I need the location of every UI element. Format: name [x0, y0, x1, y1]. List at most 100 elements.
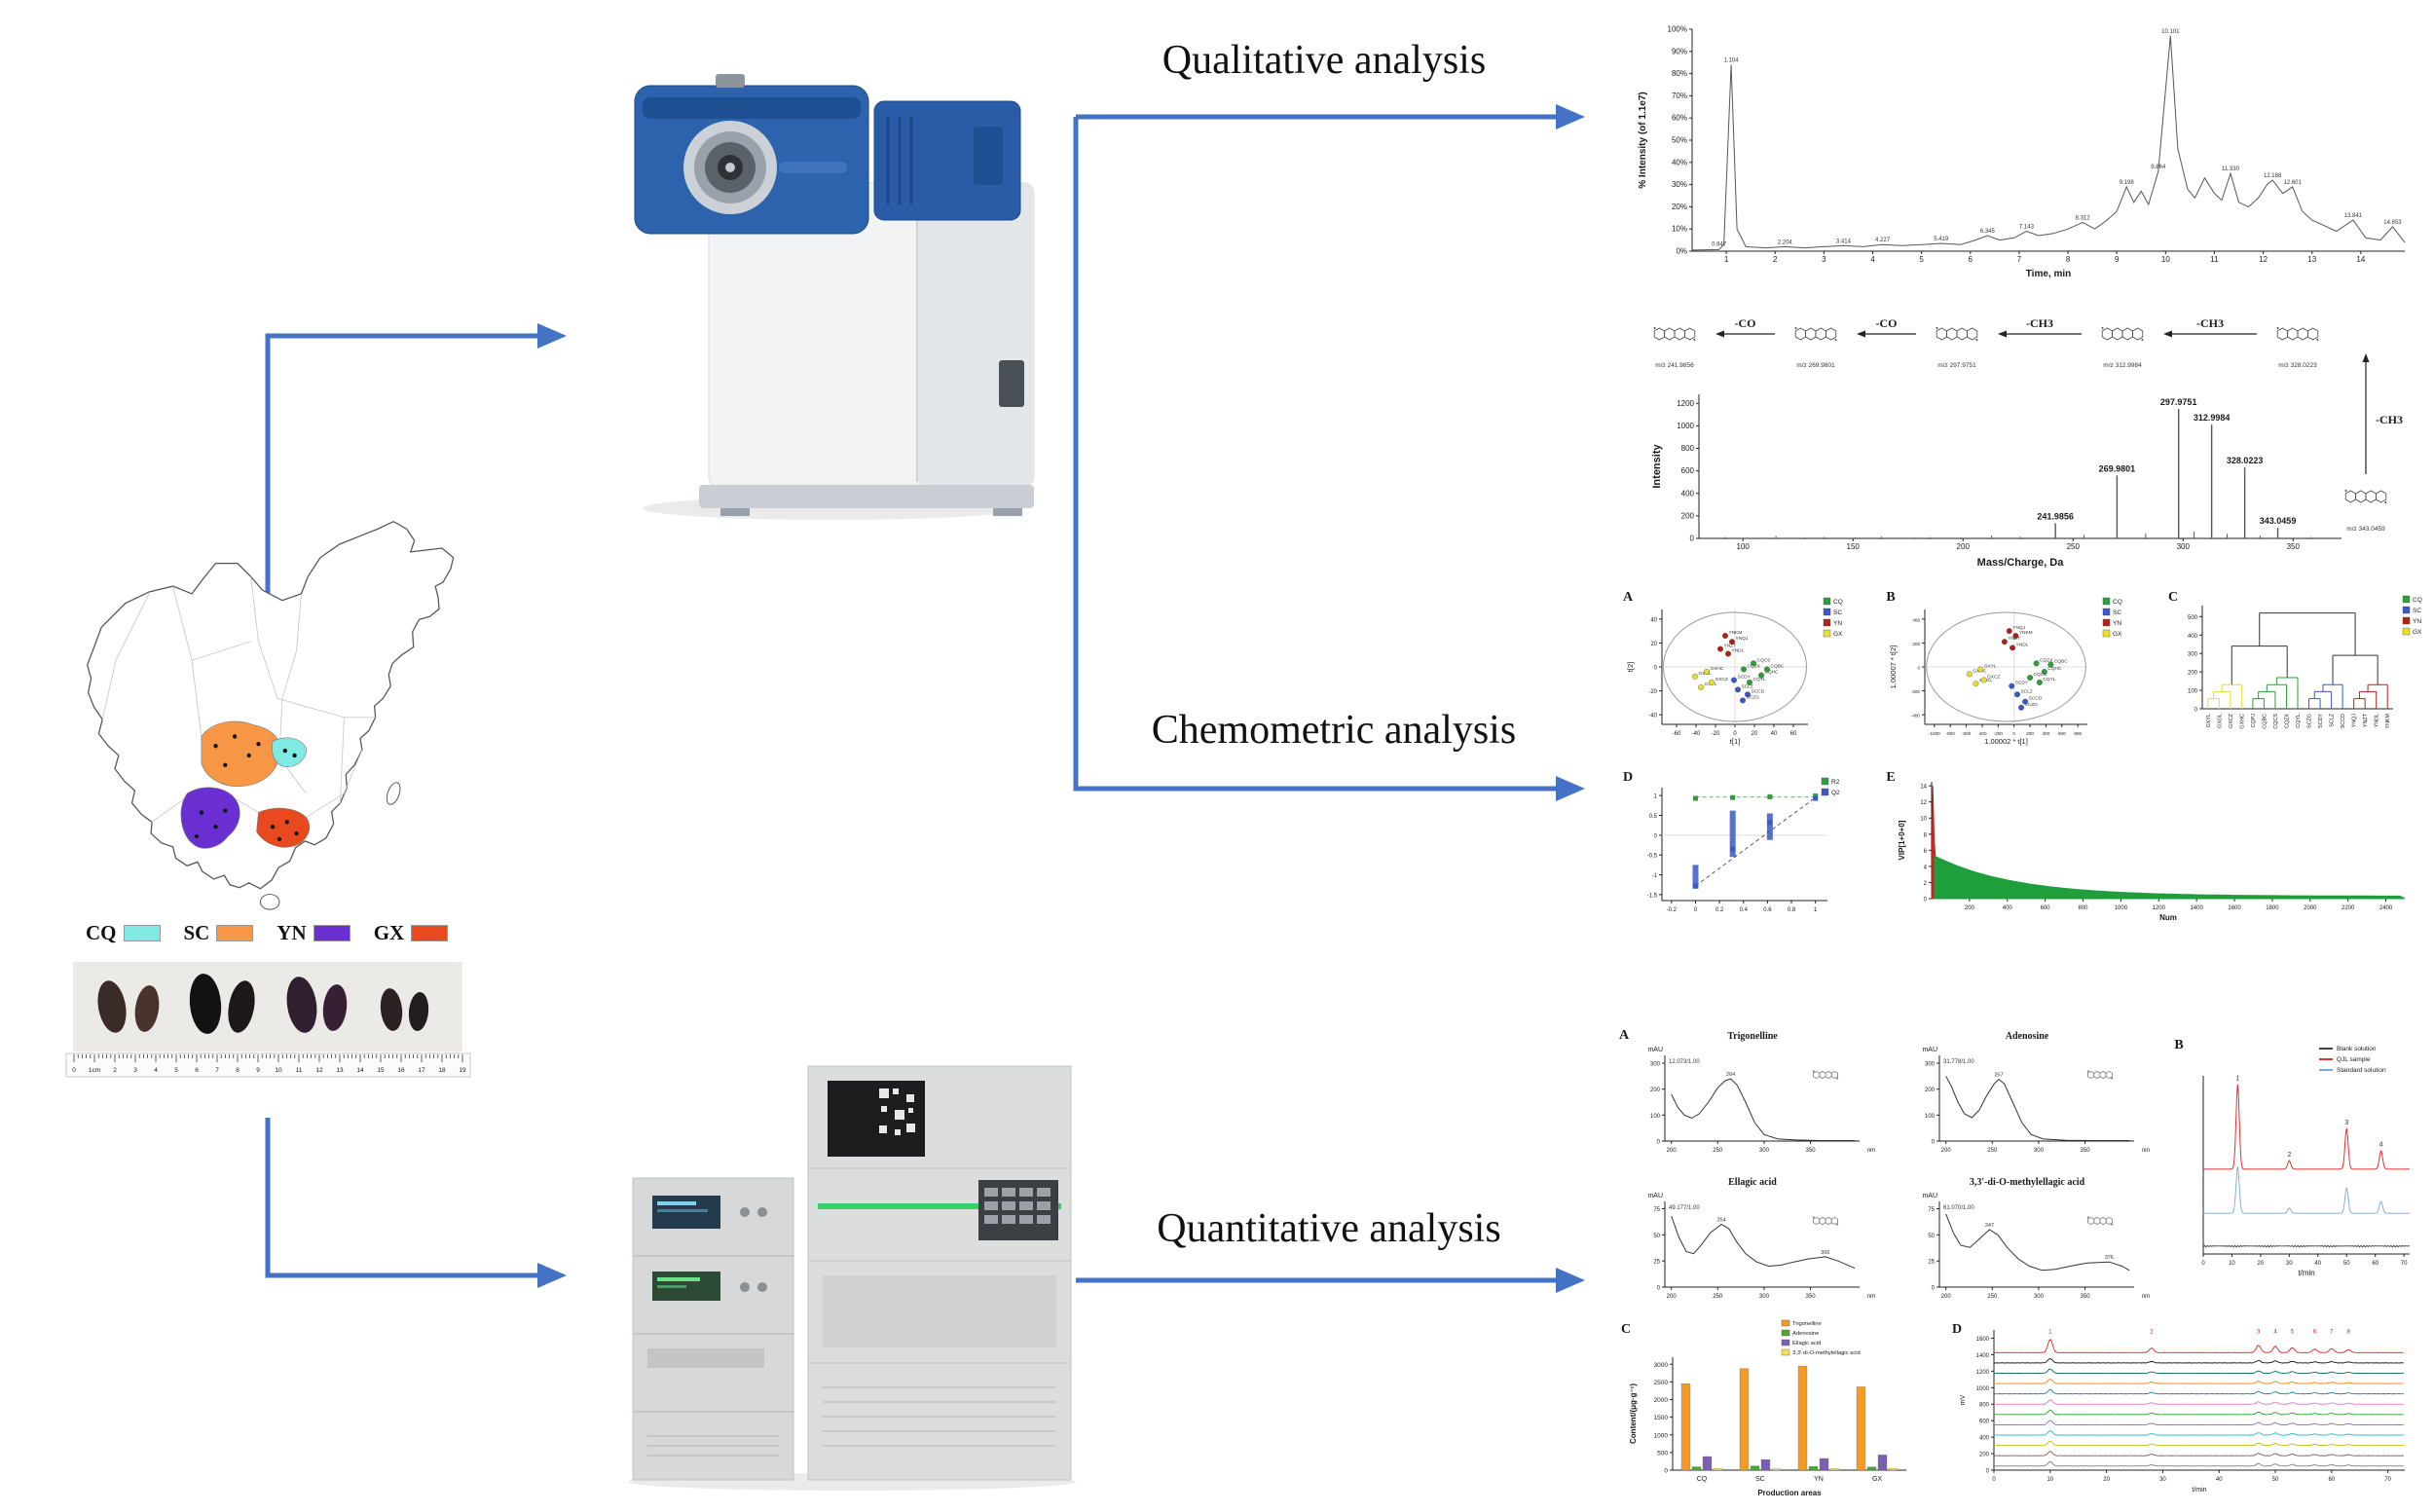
svg-text:6.345: 6.345 — [1980, 229, 1996, 235]
svg-text:20: 20 — [1752, 731, 1758, 737]
solvent-tray — [647, 1348, 764, 1368]
svg-text:50: 50 — [2343, 1261, 2350, 1267]
svg-text:SCLZ: SCLZ — [2020, 688, 2032, 694]
svg-text:200: 200 — [1957, 542, 1971, 551]
svg-text:SCZG: SCZG — [2307, 714, 2313, 728]
svg-text:Production areas: Production areas — [1757, 1489, 1822, 1497]
ms-body-side — [917, 183, 1034, 487]
svg-text:0: 0 — [1917, 666, 1920, 671]
svg-text:13: 13 — [336, 1067, 344, 1074]
svg-text:312.9984: 312.9984 — [2194, 413, 2231, 423]
svg-text:Standard solution: Standard solution — [2337, 1067, 2386, 1074]
svg-text:m/z 269.9801: m/z 269.9801 — [1796, 362, 1835, 369]
quantitative-analysis-label: Quantitative analysis — [1157, 1206, 1501, 1251]
svg-text:250: 250 — [1713, 1294, 1723, 1300]
svg-text:0: 0 — [1986, 1469, 1990, 1475]
svg-text:SCDY: SCDY — [1738, 675, 1752, 681]
svg-text:CQCS: CQCS — [2034, 672, 2047, 678]
svg-text:R2: R2 — [1831, 779, 1840, 786]
svg-text:Content/(μg·g⁻¹): Content/(μg·g⁻¹) — [1629, 1383, 1638, 1444]
svg-text:m/z 297.9751: m/z 297.9751 — [1937, 362, 1976, 369]
svg-text:CQZX: CQZX — [2040, 657, 2053, 663]
svg-text:0: 0 — [1924, 898, 1928, 904]
svg-text:2400: 2400 — [2379, 905, 2393, 911]
svg-text:3: 3 — [1822, 255, 1826, 264]
svg-text:-CO: -CO — [1735, 316, 1756, 330]
svg-text:4: 4 — [1870, 255, 1875, 264]
svg-text:mAU: mAU — [1922, 1193, 1937, 1199]
status-led-strip — [818, 1203, 1061, 1209]
svg-text:0: 0 — [1654, 833, 1658, 839]
svg-text:12.601: 12.601 — [2284, 180, 2303, 186]
svg-text:GXYL: GXYL — [2206, 714, 2212, 727]
svg-text:YN: YN — [2413, 618, 2421, 625]
svg-text:YNZT: YNZT — [2008, 636, 2020, 642]
arrowhead — [1556, 1268, 1585, 1293]
svg-text:4: 4 — [2379, 1142, 2383, 1149]
svg-text:YNZT: YNZT — [2363, 713, 2369, 727]
svg-text:50: 50 — [1653, 1234, 1660, 1239]
svg-text:10: 10 — [2161, 255, 2170, 264]
svg-text:1.00007 * t[2]: 1.00007 * t[2] — [1889, 645, 1898, 689]
hplc-instrument — [628, 1065, 1076, 1491]
svg-text:1400: 1400 — [1976, 1353, 1990, 1359]
svg-text:CQZX: CQZX — [1748, 663, 1761, 669]
svg-text:SC: SC — [2113, 609, 2121, 616]
svg-text:300: 300 — [2188, 652, 2198, 658]
arrowhead — [537, 1263, 567, 1288]
svg-text:1000: 1000 — [1654, 1432, 1669, 1439]
svg-text:70: 70 — [2384, 1477, 2391, 1483]
svg-text:SCZG: SCZG — [1747, 694, 1760, 700]
svg-text:nm: nm — [2142, 1294, 2150, 1300]
svg-text:CQPJ: CQPJ — [2251, 714, 2257, 728]
svg-text:YNDL: YNDL — [1732, 647, 1745, 653]
map-legend-code: SC — [183, 921, 210, 944]
svg-text:250: 250 — [1987, 1294, 1998, 1300]
svg-text:14.653: 14.653 — [2383, 220, 2402, 226]
china-outline — [86, 520, 455, 890]
svg-text:6: 6 — [1969, 255, 1973, 264]
svg-text:mAU: mAU — [1922, 1047, 1937, 1053]
svg-text:150: 150 — [1847, 542, 1861, 551]
svg-text:12: 12 — [315, 1067, 323, 1074]
svg-text:CQCS: CQCS — [2273, 714, 2279, 729]
svg-text:800: 800 — [1979, 1403, 1990, 1409]
svg-text:2200: 2200 — [2342, 905, 2355, 911]
svg-text:-CH3: -CH3 — [2196, 316, 2224, 330]
svg-text:GX: GX — [2413, 629, 2422, 636]
svg-text:0: 0 — [2201, 1261, 2205, 1267]
svg-text:350: 350 — [2081, 1148, 2091, 1154]
svg-text:SCLZ: SCLZ — [1742, 683, 1753, 689]
svg-text:18: 18 — [438, 1067, 446, 1074]
svg-text:376: 376 — [2105, 1255, 2114, 1261]
svg-text:11.330: 11.330 — [2222, 166, 2240, 172]
svg-text:20: 20 — [2258, 1261, 2265, 1267]
svg-text:C: C — [1621, 1322, 1631, 1337]
svg-text:40%: 40% — [1672, 158, 1687, 166]
svg-text:1600: 1600 — [1976, 1337, 1990, 1343]
svg-text:Trigonelline: Trigonelline — [1792, 1321, 1822, 1327]
svg-text:75: 75 — [1928, 1207, 1935, 1213]
svg-text:D: D — [1952, 1322, 1962, 1337]
svg-text:YNDL: YNDL — [2375, 714, 2380, 727]
svg-text:10: 10 — [2229, 1261, 2235, 1267]
svg-text:80%: 80% — [1672, 69, 1687, 78]
svg-text:1.00002 * t[1]: 1.00002 * t[1] — [1984, 737, 2028, 746]
svg-text:600: 600 — [1681, 466, 1695, 475]
svg-text:-200: -200 — [1994, 731, 2004, 736]
svg-text:Time, min: Time, min — [2026, 269, 2072, 279]
svg-text:200: 200 — [2188, 671, 2198, 677]
svg-text:100: 100 — [1925, 1114, 1936, 1120]
svg-text:75: 75 — [1653, 1207, 1660, 1213]
svg-text:-0.2: -0.2 — [1667, 907, 1678, 913]
svg-text:0: 0 — [72, 1067, 76, 1074]
svg-text:nm: nm — [2142, 1148, 2150, 1154]
svg-text:0.8: 0.8 — [1788, 907, 1796, 913]
svg-text:-1: -1 — [1652, 873, 1658, 879]
svg-text:257: 257 — [1994, 1073, 2003, 1079]
svg-text:YNQJ: YNQJ — [2012, 625, 2025, 631]
svg-text:300: 300 — [1759, 1148, 1770, 1154]
svg-text:GXGL: GXGL — [2217, 714, 2223, 728]
svg-text:B: B — [1886, 590, 1895, 605]
